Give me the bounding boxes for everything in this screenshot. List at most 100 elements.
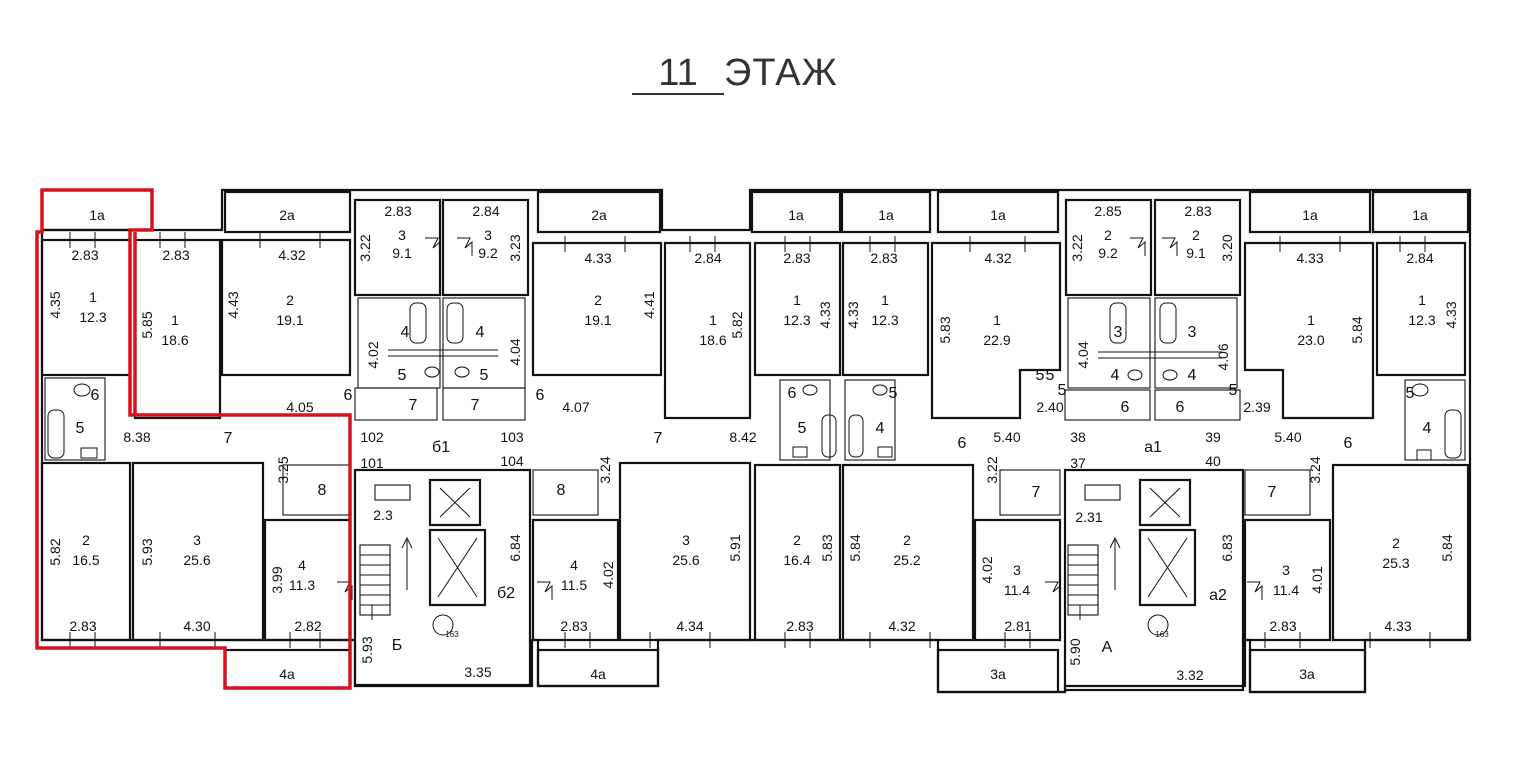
toilet-icon [1162, 369, 1178, 381]
hall-wall [442, 387, 526, 421]
stairs-and-lifts [359, 478, 1197, 636]
room-wall [1243, 241, 1375, 420]
zone-number: 7 [224, 430, 233, 447]
balcony-label: 1a [1302, 207, 1318, 223]
stair-flight [359, 544, 391, 616]
stair-arrows [371, 536, 413, 620]
balcony-label: 1a [1412, 207, 1428, 223]
dimension-label: 4.01 [1309, 566, 1325, 593]
storage-wall [1244, 469, 1311, 516]
lift-small [428, 478, 482, 527]
room-area: 18.6 [161, 332, 188, 348]
room-wall [1331, 463, 1470, 642]
dimension-label: 4.02 [365, 341, 381, 368]
room-number: 1 [793, 292, 801, 308]
zone-number: 6 [536, 387, 545, 404]
room-area: 12.3 [871, 312, 898, 328]
dimension-label: 2.83 [786, 618, 813, 634]
zone-number: 5 [798, 420, 807, 437]
room-wall [618, 461, 752, 642]
bathroom-wall [1067, 297, 1151, 389]
zone-number: 7 [654, 430, 663, 447]
zone-number: 5 [1406, 385, 1415, 402]
zone-number: 7 [409, 397, 418, 414]
toilet-icon [424, 366, 440, 378]
dimension-label: 8.38 [123, 429, 150, 445]
room-area: 12.3 [79, 309, 106, 325]
room-wall [531, 241, 663, 377]
dimension-label: 4.33 [584, 250, 611, 266]
stair-flight [1067, 544, 1099, 616]
zone-number: 5 [1058, 382, 1067, 399]
bathtub-icon [446, 302, 464, 344]
dimension-label: 5.90 [1067, 638, 1083, 665]
room-wall [753, 241, 842, 377]
lift-small [1138, 478, 1192, 527]
floor-number: 11 [632, 53, 724, 95]
balcony-label: 1a [89, 207, 105, 223]
zone-number: 8 [557, 482, 566, 499]
balcony-label: 3a [1299, 666, 1315, 682]
dimension-label: 2.84 [694, 250, 721, 266]
dimension-label: 4.33 [1296, 250, 1323, 266]
dimension-label: 2.85 [1094, 203, 1121, 219]
room-number: 2 [793, 532, 801, 548]
balcony-label: 3a [990, 666, 1006, 682]
room-wall [441, 198, 530, 297]
bathroom-wall [1154, 297, 1238, 389]
bathroom-wall [844, 379, 896, 461]
lift-cross [439, 487, 471, 518]
dimension-label: 4.30 [183, 618, 210, 634]
room-wall [753, 463, 842, 642]
room-wall [841, 463, 975, 642]
room-number: 4 [298, 557, 306, 573]
room-area: 22.9 [983, 332, 1010, 348]
room-wall [663, 241, 752, 420]
dimension-label: 3.23 [507, 234, 523, 261]
toilet-icon [73, 383, 91, 397]
zone-number: 7 [1268, 484, 1277, 501]
room-number: 3 [398, 227, 406, 243]
dimension-label: 3.35 [464, 664, 491, 680]
hall-wall [1064, 389, 1151, 421]
dimension-label: 4.33 [1384, 618, 1411, 634]
dimension-label: 2.83 [71, 247, 98, 263]
bathtub-icon [821, 414, 837, 458]
room-number: 4 [570, 557, 578, 573]
dimension-label: 5.83 [937, 316, 953, 343]
dimension-label: 2.83 [1184, 203, 1211, 219]
core-label: б1 [432, 439, 450, 456]
balcony-box [750, 190, 842, 234]
window-marks [69, 232, 1431, 648]
dimension-label: 3.24 [597, 456, 613, 483]
storage-wall [282, 464, 351, 516]
bathroom-wall [44, 377, 106, 461]
building-outline [40, 188, 1472, 694]
room-area: 25.6 [672, 552, 699, 568]
zone-number: 5 [1036, 367, 1045, 384]
room-area: 9.2 [478, 245, 498, 261]
dimension-label: 4.35 [47, 291, 63, 318]
room-wall [1243, 518, 1332, 642]
room-number: 3 [484, 227, 492, 243]
stair-number: 104 [500, 453, 524, 469]
zone-number: 4 [401, 324, 410, 341]
room-number: 2 [594, 292, 602, 308]
room-area: 11.5 [561, 577, 587, 593]
dimension-label: 2.83 [69, 618, 96, 634]
dimension-label: 4.02 [600, 561, 616, 588]
toilet-icon [1127, 369, 1143, 381]
room-number: 2 [1192, 227, 1200, 243]
balcony-label: 1a [788, 207, 804, 223]
dimension-label: 4.02 [979, 556, 995, 583]
zone-number: 6 [344, 387, 353, 404]
stair-core [353, 468, 532, 687]
room-number: 3 [682, 532, 690, 548]
dimension-label: 4.33 [845, 301, 861, 328]
core-label: А [1102, 639, 1113, 656]
room-wall [131, 461, 265, 642]
lift-label: 163 [1155, 630, 1169, 639]
zone-number: 4 [1188, 367, 1197, 384]
